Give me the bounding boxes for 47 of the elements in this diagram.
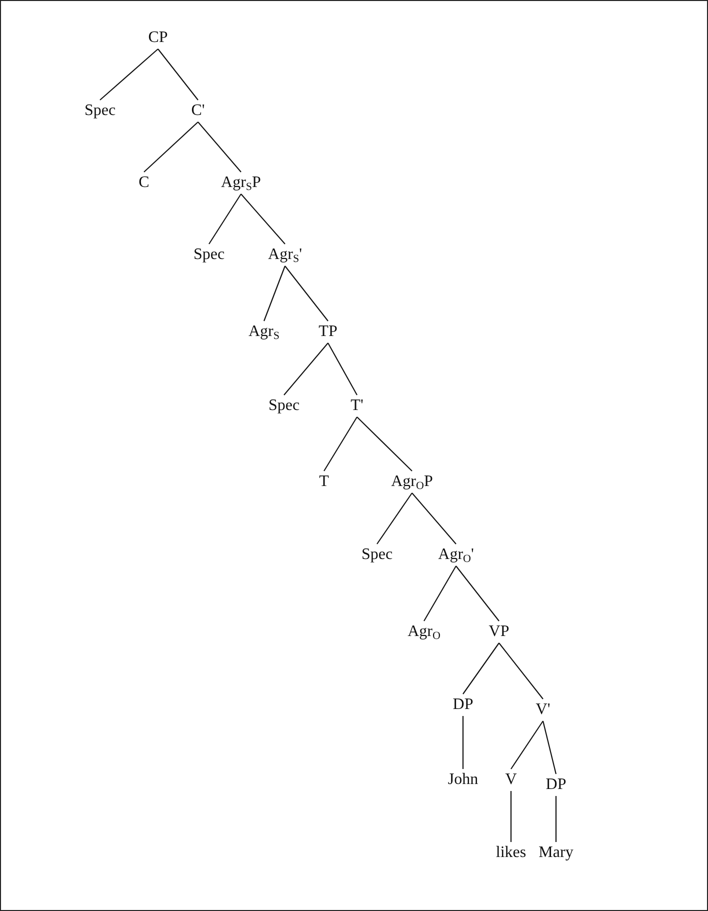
tree-node-label: VP <box>488 623 510 641</box>
tree-node-label: TP <box>318 323 338 341</box>
tree-branch-line <box>208 194 242 244</box>
tree-branch-line <box>328 342 358 396</box>
tree-branch-line <box>376 492 412 544</box>
tree-node-label: DP <box>452 696 474 714</box>
tree-branch-line <box>284 342 328 396</box>
tree-node-label: Agr$_{S}$P <box>220 174 262 192</box>
tree-node-label: V' <box>534 701 552 719</box>
tree-node-label: T <box>318 473 330 491</box>
tree-branch-line <box>555 796 557 842</box>
tree-node-label: Agr$_{S}$ <box>248 323 280 341</box>
tree-node-label: Agr$_{O}$ <box>406 623 442 641</box>
tree-node-label: Spec <box>267 397 301 415</box>
tree-node-label: Agr$_{O}$' <box>437 546 475 564</box>
tree-branch-line <box>498 642 544 700</box>
tree-branch-line <box>456 566 500 622</box>
tree-node-label: CP <box>147 29 169 47</box>
tree-branch-line <box>424 566 456 622</box>
tree-branch-line <box>100 48 158 100</box>
tree-node-label: Spec <box>83 102 117 120</box>
tree-branch-line <box>158 48 198 100</box>
tree-node-label: V <box>504 771 518 789</box>
tree-branch-line <box>510 791 512 842</box>
tree-node-label: Agr$_{S}$' <box>267 246 303 264</box>
tree-node-label: C' <box>190 102 206 120</box>
tree-node-label: Spec <box>192 246 226 264</box>
tree-node-label: Spec <box>360 546 394 564</box>
tree-node-label: Agr$_{O}$P <box>390 473 434 491</box>
tree-branch-line <box>144 122 198 172</box>
tree-branch-line <box>356 416 412 472</box>
tree-branch-line <box>284 266 328 322</box>
tree-node-label: likes <box>494 844 528 862</box>
tree-node-label: T' <box>350 397 364 415</box>
tree-node-label: C <box>138 174 150 192</box>
tree-branch-line <box>462 716 464 769</box>
tree-node-label: John <box>446 771 480 789</box>
tree-branch-line <box>324 416 358 472</box>
tree-branch-line <box>263 266 286 322</box>
tree-branch-line <box>510 720 544 770</box>
tree-branch-line <box>412 492 456 544</box>
tree-branch-line <box>240 194 286 244</box>
tree-branch-line <box>198 122 242 172</box>
tree-branch-line <box>542 720 557 774</box>
tree-node-label: Mary <box>538 844 574 862</box>
tree-branch-line <box>462 642 500 694</box>
tree-node-label: DP <box>544 776 568 794</box>
